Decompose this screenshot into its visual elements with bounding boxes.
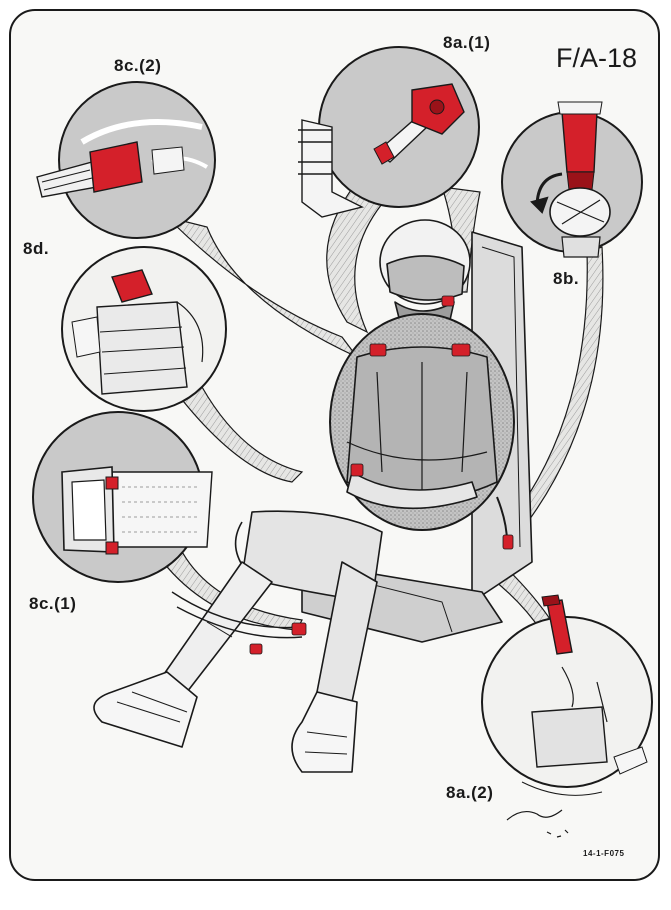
detail-8a2	[482, 595, 652, 795]
callout-8b-label: 8b.	[553, 269, 579, 289]
aircraft-title: F/A-18	[556, 43, 637, 74]
figure-code: 14-1-F075	[583, 849, 624, 858]
ejection-seat-illustration	[11, 11, 660, 881]
figure-card: F/A-18 8c.(2) 8a.(1) 8b. 8d. 8c.(1) 8a.(…	[9, 9, 660, 881]
callout-8c1-label: 8c.(1)	[29, 594, 76, 614]
callout-8c2-label: 8c.(2)	[114, 56, 161, 76]
detail-8c2	[37, 82, 215, 238]
callout-8a1-label: 8a.(1)	[443, 33, 490, 53]
sketch-marks	[507, 810, 568, 837]
callout-8a2-label: 8a.(2)	[446, 783, 493, 803]
detail-8d	[62, 247, 226, 411]
detail-8b	[502, 102, 642, 257]
callout-8d-label: 8d.	[23, 239, 49, 259]
